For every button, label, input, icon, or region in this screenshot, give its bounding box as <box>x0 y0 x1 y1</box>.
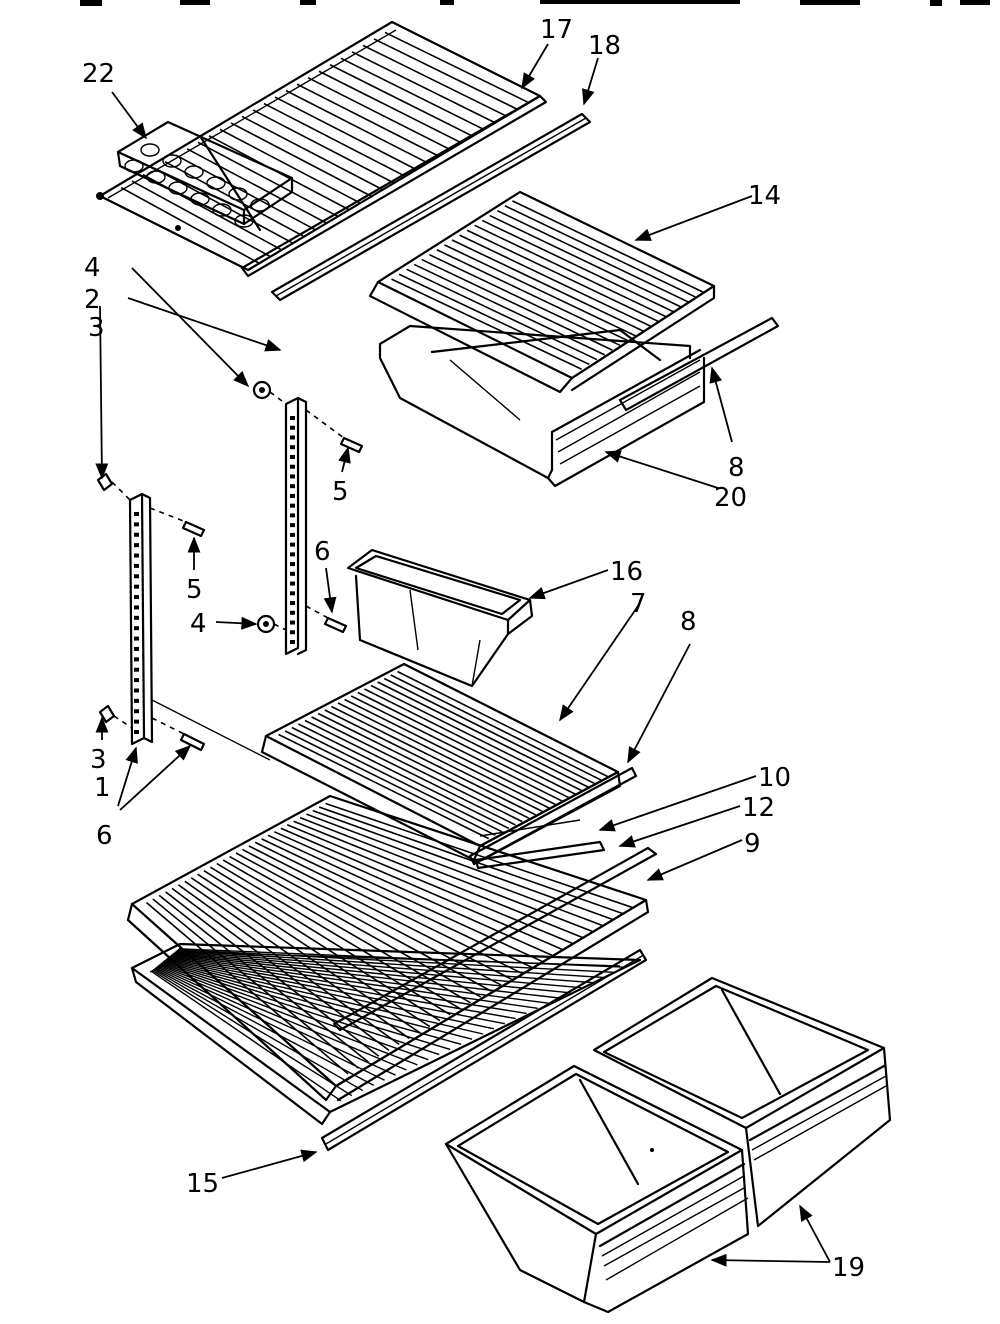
callout-4-lower: 4 <box>190 609 207 639</box>
callout-5-upper: 5 <box>332 477 349 507</box>
callout-labels: 22 17 18 14 4 2 3 5 8 20 6 16 5 7 8 4 3 … <box>82 15 865 1283</box>
crisper-cover <box>130 942 642 1126</box>
callout-2: 2 <box>84 285 101 315</box>
top-edge-artifacts <box>80 0 990 6</box>
callout-6-upper: 6 <box>314 537 331 567</box>
small-storage-bin <box>346 548 534 688</box>
callout-8-upper: 8 <box>728 453 745 483</box>
glass-shelf-lower <box>126 794 658 1102</box>
callout-20: 20 <box>714 483 747 513</box>
right-ladder-bracket <box>284 396 308 656</box>
callout-17: 17 <box>540 15 573 45</box>
callout-16: 16 <box>610 557 643 587</box>
glass-shelf-upper <box>260 662 622 862</box>
callout-15: 15 <box>186 1169 219 1199</box>
callout-4-upper: 4 <box>84 253 101 283</box>
upper-shelf-ribs <box>278 670 610 840</box>
callout-5-lower: 5 <box>186 575 203 605</box>
callout-14: 14 <box>748 181 781 211</box>
callout-18: 18 <box>588 31 621 61</box>
crisper-drawer-right <box>592 976 892 1228</box>
right-bracket-slots <box>290 416 295 644</box>
callout-22: 22 <box>82 59 115 89</box>
callout-10: 10 <box>758 763 791 793</box>
freezer-shelf-rails <box>240 94 592 302</box>
callout-19: 19 <box>832 1253 865 1283</box>
freezer-shelf-wires <box>120 31 530 265</box>
drawer-rail-part <box>618 316 780 412</box>
callout-7: 7 <box>630 589 647 619</box>
left-bracket-slots <box>134 512 139 734</box>
leader-lines <box>95 43 831 1267</box>
meat-keeper-drawer <box>378 324 706 488</box>
callout-6-lower: 6 <box>96 821 113 851</box>
ice-tray-cells <box>124 143 270 228</box>
ice-tray-part <box>116 120 294 228</box>
meat-keeper-cover-shelf <box>368 190 716 394</box>
callout-1: 1 <box>94 773 111 803</box>
cover-shelf-wires <box>391 200 705 370</box>
crisper-drawer-left <box>444 1064 750 1314</box>
left-ladder-bracket <box>128 492 154 746</box>
freezer-wire-shelf <box>96 20 542 272</box>
crisper-cover-ribs <box>150 948 626 1102</box>
callout-3-upper: 3 <box>88 313 105 343</box>
callout-3-lower: 3 <box>90 745 107 775</box>
fasteners <box>96 380 364 761</box>
callout-8-lower: 8 <box>680 607 697 637</box>
lower-shelf-ribs <box>145 802 635 1075</box>
callout-9: 9 <box>744 829 761 859</box>
front-trim-rail <box>320 948 648 1152</box>
callout-12: 12 <box>742 793 775 823</box>
